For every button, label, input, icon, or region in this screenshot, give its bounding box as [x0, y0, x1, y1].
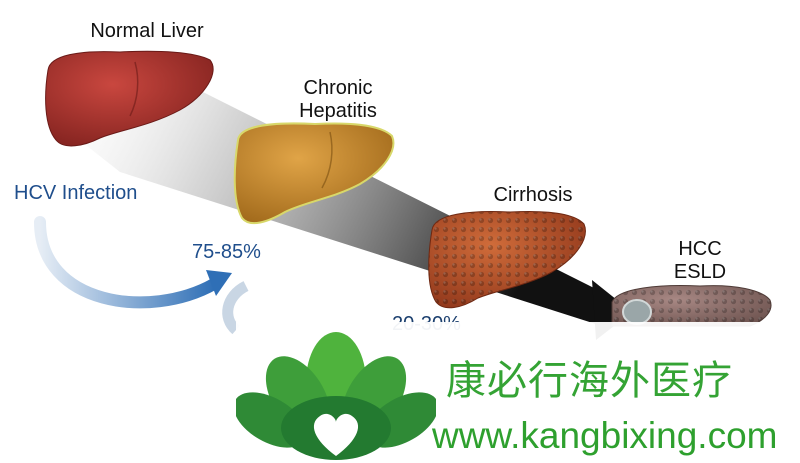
second-curve-arrow: [222, 281, 249, 335]
infection-arrowhead: [206, 270, 232, 296]
hcc-esld-label: HCC ESLD: [660, 238, 740, 284]
chronic-label-line1: Chronic: [303, 77, 373, 99]
infection-curve-arrow: [34, 216, 220, 309]
hcc-liver-image: [611, 285, 772, 327]
cirrhosis-liver-image: [428, 211, 586, 309]
chronic-hepatitis-liver-image: [233, 122, 395, 225]
watermark-title: 康必行海外医疗: [446, 358, 733, 404]
normal-liver-label: Normal Liver: [90, 20, 204, 42]
normal-liver-image: [45, 50, 214, 147]
hcc-label-line2: ESLD: [673, 261, 727, 283]
chronic-rate-label: 75-85%: [192, 241, 261, 263]
watermark-url: www.kangbixing.com: [432, 415, 778, 456]
lotus-logo-icon: [236, 332, 436, 460]
hcc-label-line1: HCC: [678, 238, 722, 260]
hcv-infection-label: HCV Infection: [14, 182, 138, 204]
chronic-hepatitis-label: Chronic Hepatitis: [268, 77, 408, 123]
chronic-label-line2: Hepatitis: [299, 100, 377, 122]
cirrhosis-label: Cirrhosis: [493, 184, 573, 206]
